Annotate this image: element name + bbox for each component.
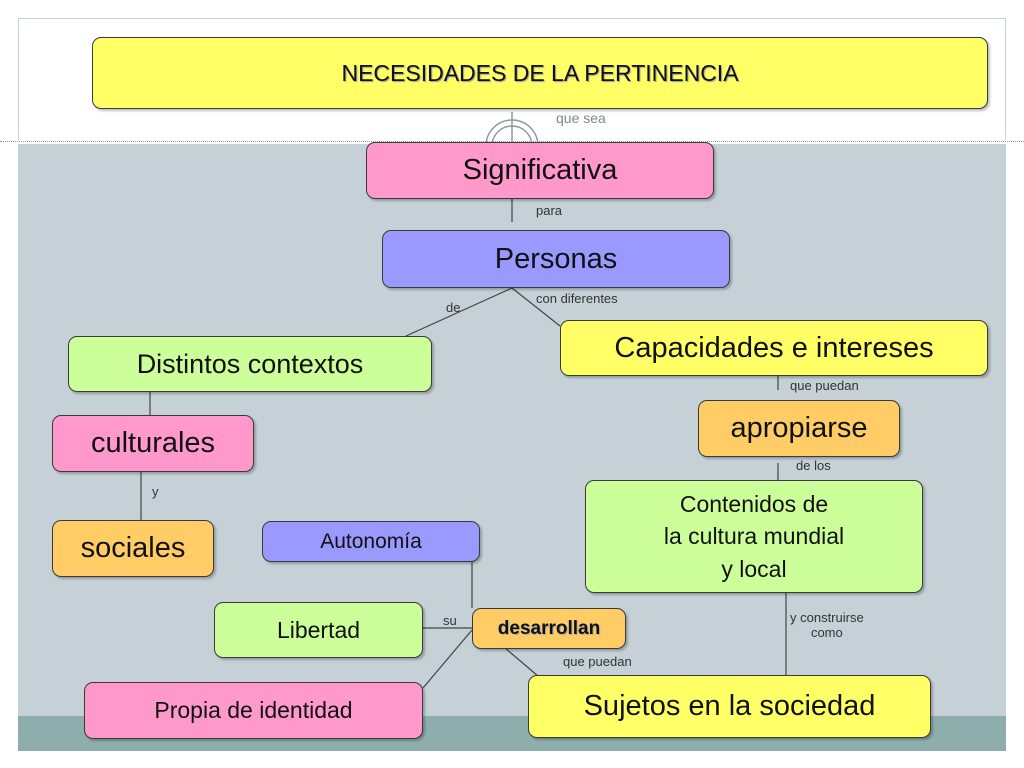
node-apropiarse: apropiarse: [698, 400, 900, 457]
link-label-de: de: [446, 300, 461, 315]
link-label-y-construirse: y construirse como: [790, 610, 864, 640]
node-contenidos-line-3: y local: [721, 555, 787, 582]
link-label-con-diferentes: con diferentes: [536, 291, 618, 306]
node-libertad-label: Libertad: [276, 616, 361, 643]
node-desarrollan: desarrollan: [472, 608, 626, 649]
node-contenidos-line-1: Contenidos de: [679, 491, 829, 518]
page-title: NECESIDADES DE LA PERTINENCIA: [341, 59, 739, 86]
link-label-que-puedan-2: que puedan: [563, 654, 632, 669]
bottom-margin: [0, 751, 1024, 768]
node-distintos-contextos-label: Distintos contextos: [136, 348, 364, 379]
link-label-y-construirse-line-1: y construirse: [790, 610, 864, 625]
link-label-que-puedan-1: que puedan: [790, 378, 859, 393]
link-label-para: para: [536, 203, 563, 218]
node-sujetos-label: Sujetos en la sociedad: [583, 690, 876, 722]
link-label-y: y: [152, 484, 159, 499]
node-personas: Personas: [382, 230, 730, 288]
link-label-su: su: [443, 613, 457, 628]
node-contenidos-line-2: la cultura mundial: [663, 523, 845, 550]
link-identidad-desarrollan: [422, 629, 473, 689]
title-node: NECESIDADES DE LA PERTINENCIA: [92, 37, 988, 109]
header-frame: [18, 18, 1006, 140]
node-libertad: Libertad: [214, 602, 423, 658]
link-label-y-construirse-line-2: como: [810, 625, 843, 640]
link-label-de-los: de los: [796, 458, 831, 473]
node-significativa-label: Significativa: [462, 154, 618, 186]
node-sujetos: Sujetos en la sociedad: [528, 675, 931, 738]
node-distintos-contextos: Distintos contextos: [68, 336, 432, 392]
node-autonomia-label: Autonomía: [320, 529, 422, 553]
node-apropiarse-label: apropiarse: [730, 412, 868, 444]
node-sociales-label: sociales: [80, 532, 186, 564]
link-personas-contextos: [405, 287, 513, 337]
node-capacidades-label: Capacidades e intereses: [614, 331, 934, 364]
node-desarrollan-label: desarrollan: [497, 617, 601, 639]
node-autonomia: Autonomía: [262, 521, 480, 562]
link-label-que-sea: que sea: [556, 110, 606, 126]
node-capacidades: Capacidades e intereses: [560, 320, 988, 376]
node-identidad-label: Propia de identidad: [154, 697, 353, 723]
node-culturales: culturales: [52, 415, 254, 472]
link-personas-capacidades: [511, 287, 561, 327]
node-sociales: sociales: [52, 520, 214, 577]
node-contenidos: Contenidos de la cultura mundial y local: [585, 480, 923, 593]
ornament-icon: [485, 112, 539, 147]
node-personas-label: Personas: [494, 242, 618, 275]
node-identidad: Propia de identidad: [84, 682, 423, 739]
node-significativa: Significativa: [366, 142, 714, 199]
node-culturales-label: culturales: [90, 427, 216, 459]
